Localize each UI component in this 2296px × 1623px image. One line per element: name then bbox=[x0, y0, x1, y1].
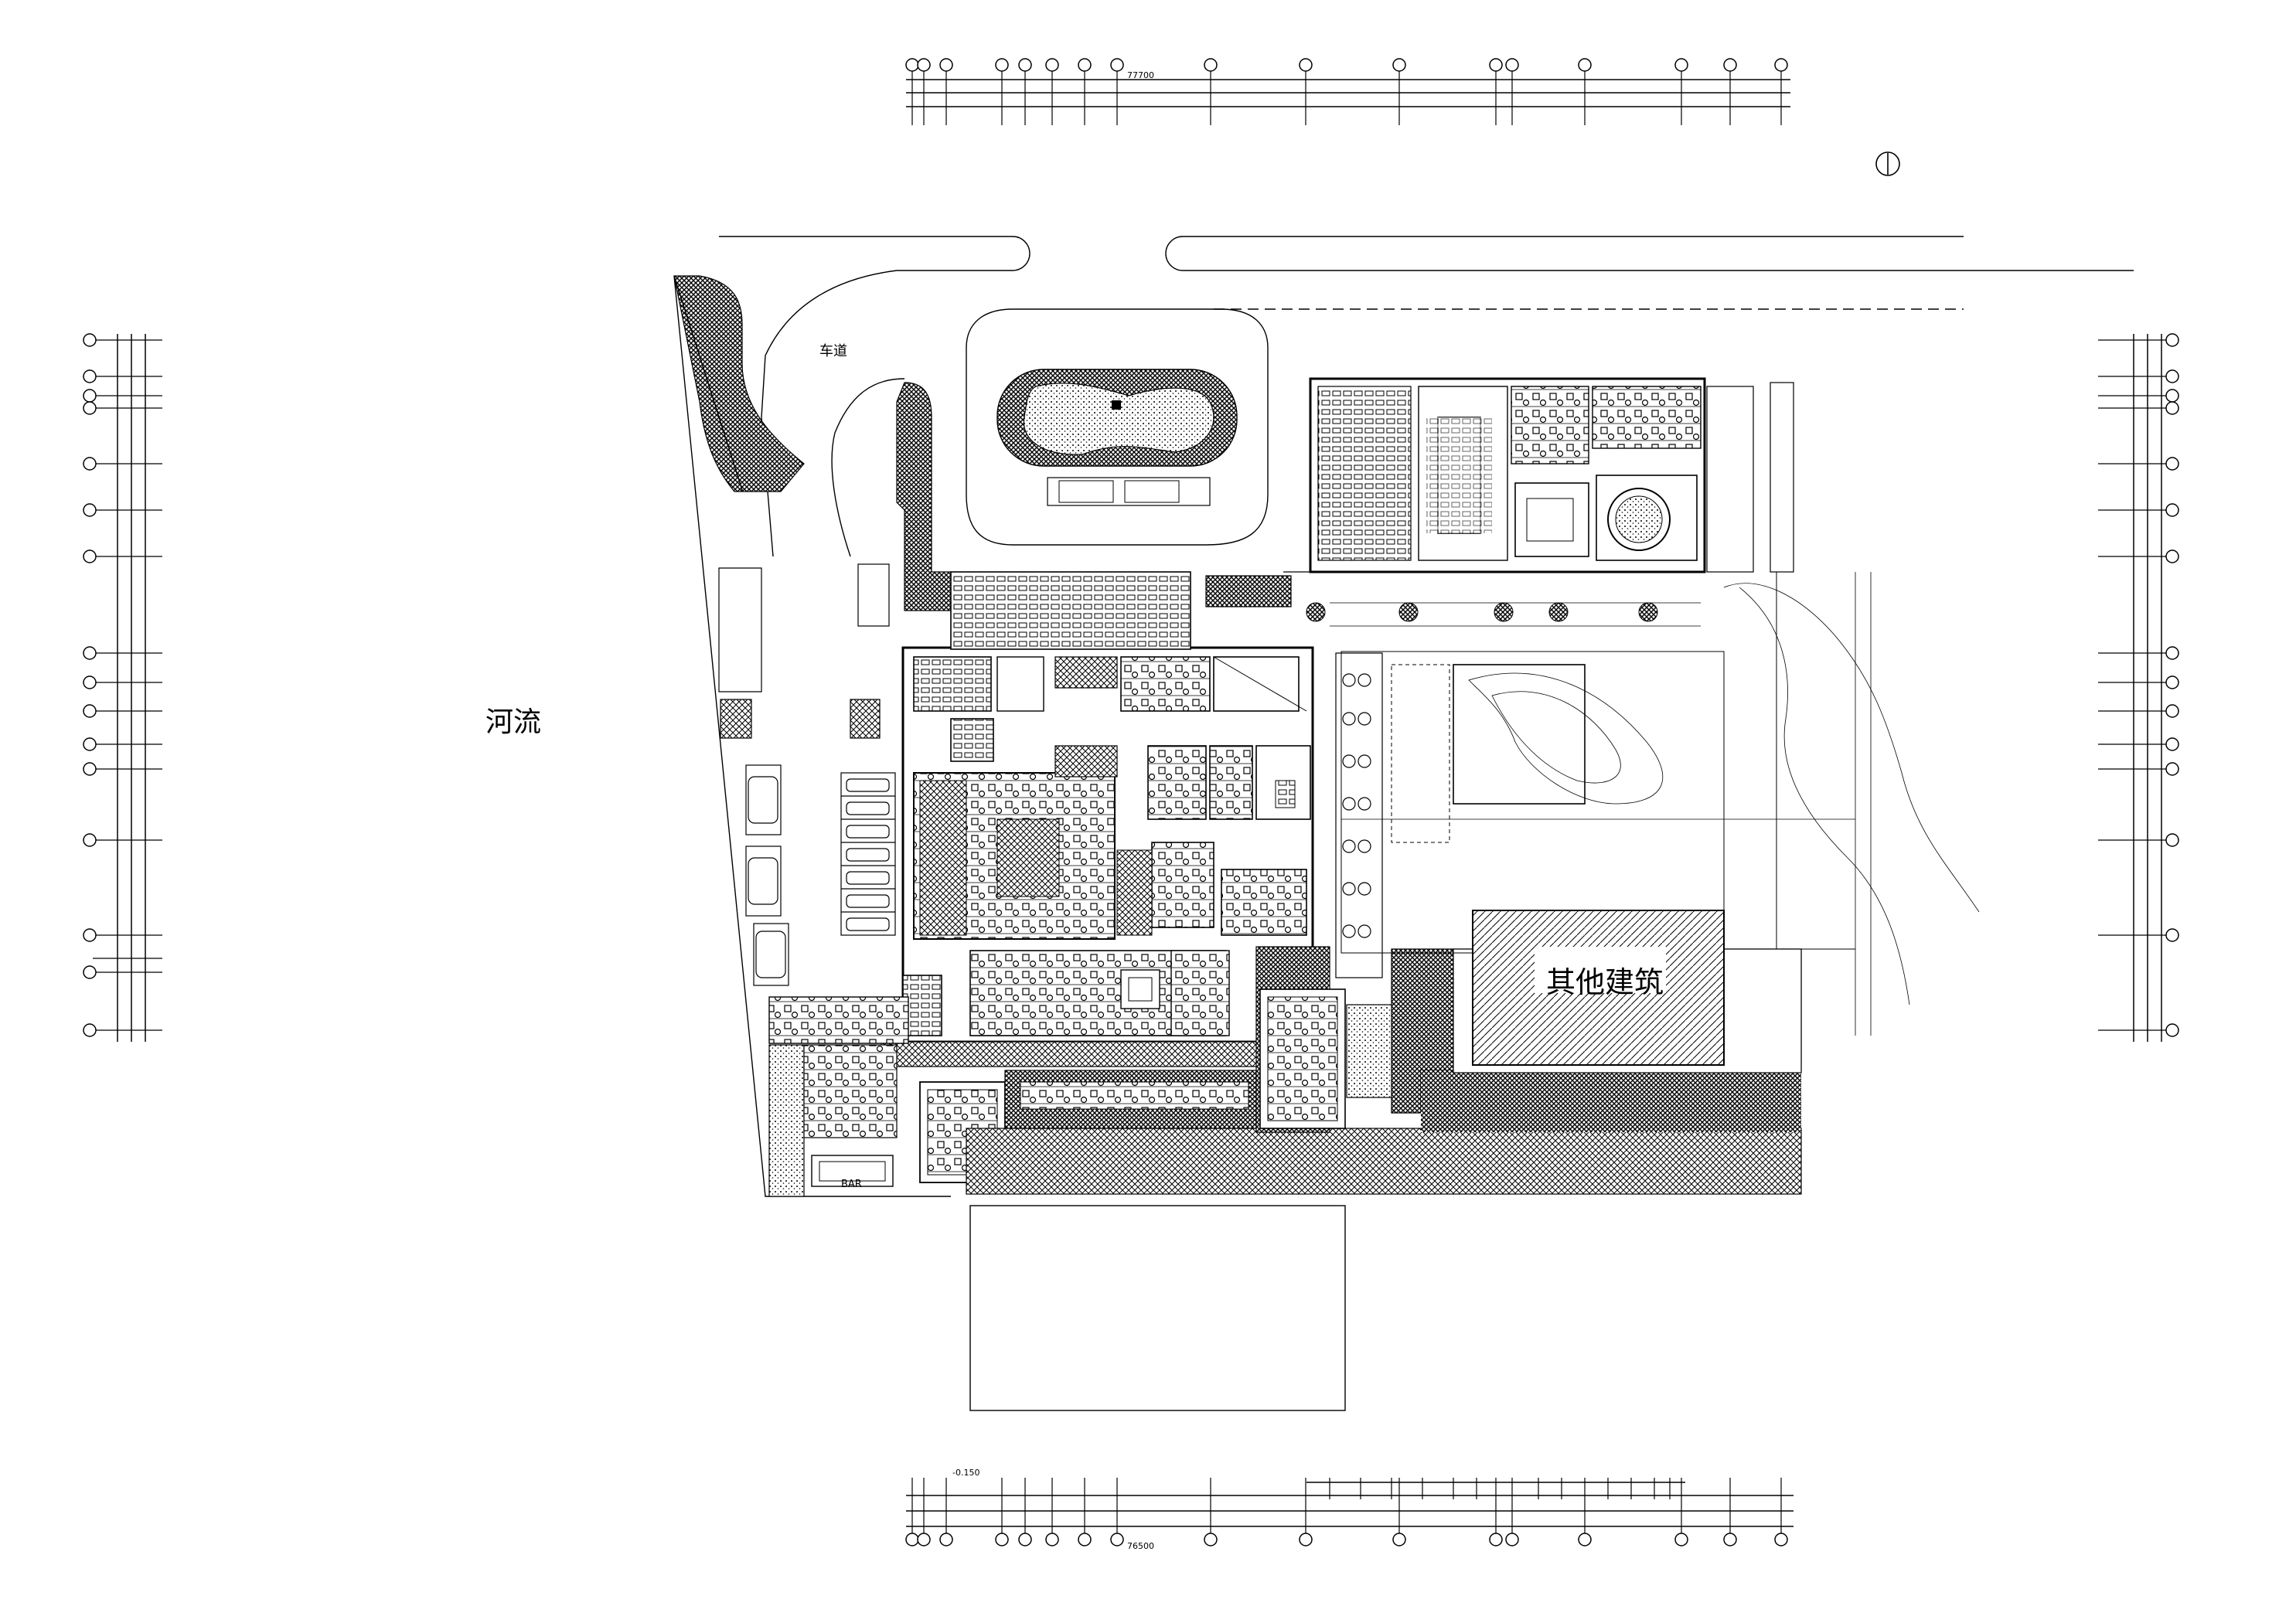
roundabout-island bbox=[996, 369, 1238, 506]
main-building bbox=[881, 571, 1314, 1067]
planters-row bbox=[1306, 602, 1658, 622]
top-dimension-chain bbox=[905, 58, 1790, 125]
top-total-dimension: 77700 bbox=[1127, 70, 1154, 80]
other-building-label: 其他建筑 bbox=[1546, 965, 1664, 999]
north-arrow-icon bbox=[1875, 151, 1900, 176]
left-boundary-wedge bbox=[673, 275, 743, 492]
contour-lines bbox=[1468, 583, 1980, 913]
south-open-lot bbox=[969, 1205, 1346, 1411]
bar-label: BAR bbox=[841, 1179, 862, 1190]
bottom-dimension-chain bbox=[905, 1478, 1794, 1546]
other-building bbox=[1472, 910, 1725, 1066]
driveway-hatched-strip bbox=[896, 382, 952, 611]
bottom-level-mark: -0.150 bbox=[952, 1468, 980, 1478]
outdoor-seating-column bbox=[1335, 652, 1383, 978]
conference-building bbox=[1309, 377, 1754, 573]
road-lines bbox=[719, 236, 2134, 557]
river-label: 河流 bbox=[485, 706, 542, 738]
hatched-landscape-wedge bbox=[673, 275, 805, 492]
left-dimension-chain bbox=[83, 333, 162, 1042]
site-boundary-west bbox=[673, 275, 951, 1197]
right-dimension-chain bbox=[2098, 333, 2179, 1042]
parking-stalls bbox=[745, 764, 896, 986]
road-label: 车道 bbox=[819, 343, 847, 359]
bottom-total-dimension: 76500 bbox=[1127, 1541, 1154, 1551]
